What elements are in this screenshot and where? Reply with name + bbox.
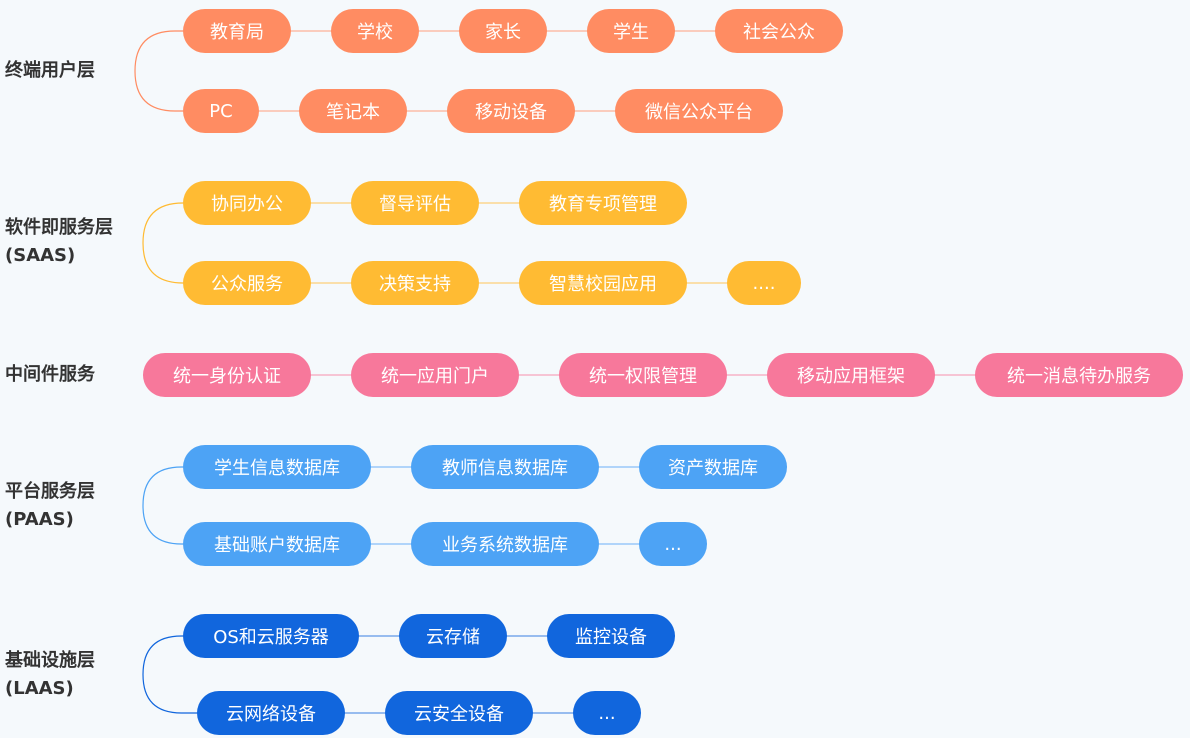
node[interactable]: 家长 — [459, 9, 547, 53]
node[interactable]: 资产数据库 — [639, 445, 787, 489]
layer-subtitle: (LAAS) — [5, 678, 74, 699]
layer-title: 中间件服务 — [5, 364, 95, 385]
bracket-connector — [142, 466, 183, 545]
node[interactable]: 教师信息数据库 — [411, 445, 599, 489]
layer-title: 基础设施层 — [5, 650, 95, 671]
layer-title: 平台服务层 — [5, 481, 95, 502]
node[interactable]: 云存储 — [399, 614, 507, 658]
node[interactable]: 决策支持 — [351, 261, 479, 305]
node[interactable]: 笔记本 — [299, 89, 407, 133]
node[interactable]: 统一应用门户 — [351, 353, 519, 397]
node[interactable]: 学生信息数据库 — [183, 445, 371, 489]
layer-title: 终端用户层 — [5, 60, 95, 81]
node[interactable]: OS和云服务器 — [183, 614, 359, 658]
node[interactable]: 督导评估 — [351, 181, 479, 225]
node[interactable]: 学校 — [331, 9, 419, 53]
bracket-connector — [142, 635, 197, 714]
node[interactable]: 教育局 — [183, 9, 291, 53]
node[interactable]: 监控设备 — [547, 614, 675, 658]
bracket-connector — [142, 202, 184, 284]
node[interactable]: 社会公众 — [715, 9, 843, 53]
node[interactable]: 统一权限管理 — [559, 353, 727, 397]
node[interactable]: 学生 — [587, 9, 675, 53]
node[interactable]: .... — [727, 261, 801, 305]
node[interactable]: ... — [573, 691, 641, 735]
node[interactable]: 云网络设备 — [197, 691, 345, 735]
node[interactable]: 云安全设备 — [385, 691, 533, 735]
node[interactable]: 协同办公 — [183, 181, 311, 225]
node[interactable]: ... — [639, 522, 707, 566]
node[interactable]: 公众服务 — [183, 261, 311, 305]
node[interactable]: 移动设备 — [447, 89, 575, 133]
node[interactable]: 移动应用框架 — [767, 353, 935, 397]
node[interactable]: 统一消息待办服务 — [975, 353, 1183, 397]
node[interactable]: PC — [183, 89, 259, 133]
node[interactable]: 教育专项管理 — [519, 181, 687, 225]
bracket-connector — [134, 30, 183, 112]
node[interactable]: 业务系统数据库 — [411, 522, 599, 566]
node[interactable]: 基础账户数据库 — [183, 522, 371, 566]
node[interactable]: 统一身份认证 — [143, 353, 311, 397]
node[interactable]: 微信公众平台 — [615, 89, 783, 133]
layer-title: 软件即服务层 — [5, 217, 113, 238]
layer-subtitle: (SAAS) — [5, 245, 76, 266]
node[interactable]: 智慧校园应用 — [519, 261, 687, 305]
layer-subtitle: (PAAS) — [5, 509, 74, 530]
